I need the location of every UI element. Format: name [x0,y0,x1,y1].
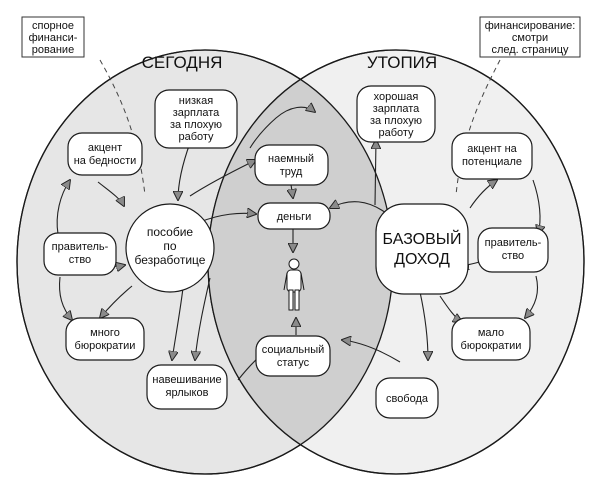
node-government-left: правитель-ство [43,232,117,276]
svg-text:свобода: свобода [386,393,429,405]
title-right: УТОПИЯ [367,53,437,72]
node-freedom: свобода [375,377,439,419]
svg-text:правитель-ство: правитель-ство [485,237,542,262]
person-figure-icon [283,258,305,311]
right-dashed-divider [455,59,501,196]
svg-text:правитель-ство: правитель-ство [52,241,109,266]
svg-text:деньги: деньги [277,211,312,223]
node-money: деньги [257,202,331,230]
left-dashed-divider [99,59,146,196]
node-government-right: правитель-ство [477,227,549,273]
title-left: СЕГОДНЯ [142,53,223,72]
